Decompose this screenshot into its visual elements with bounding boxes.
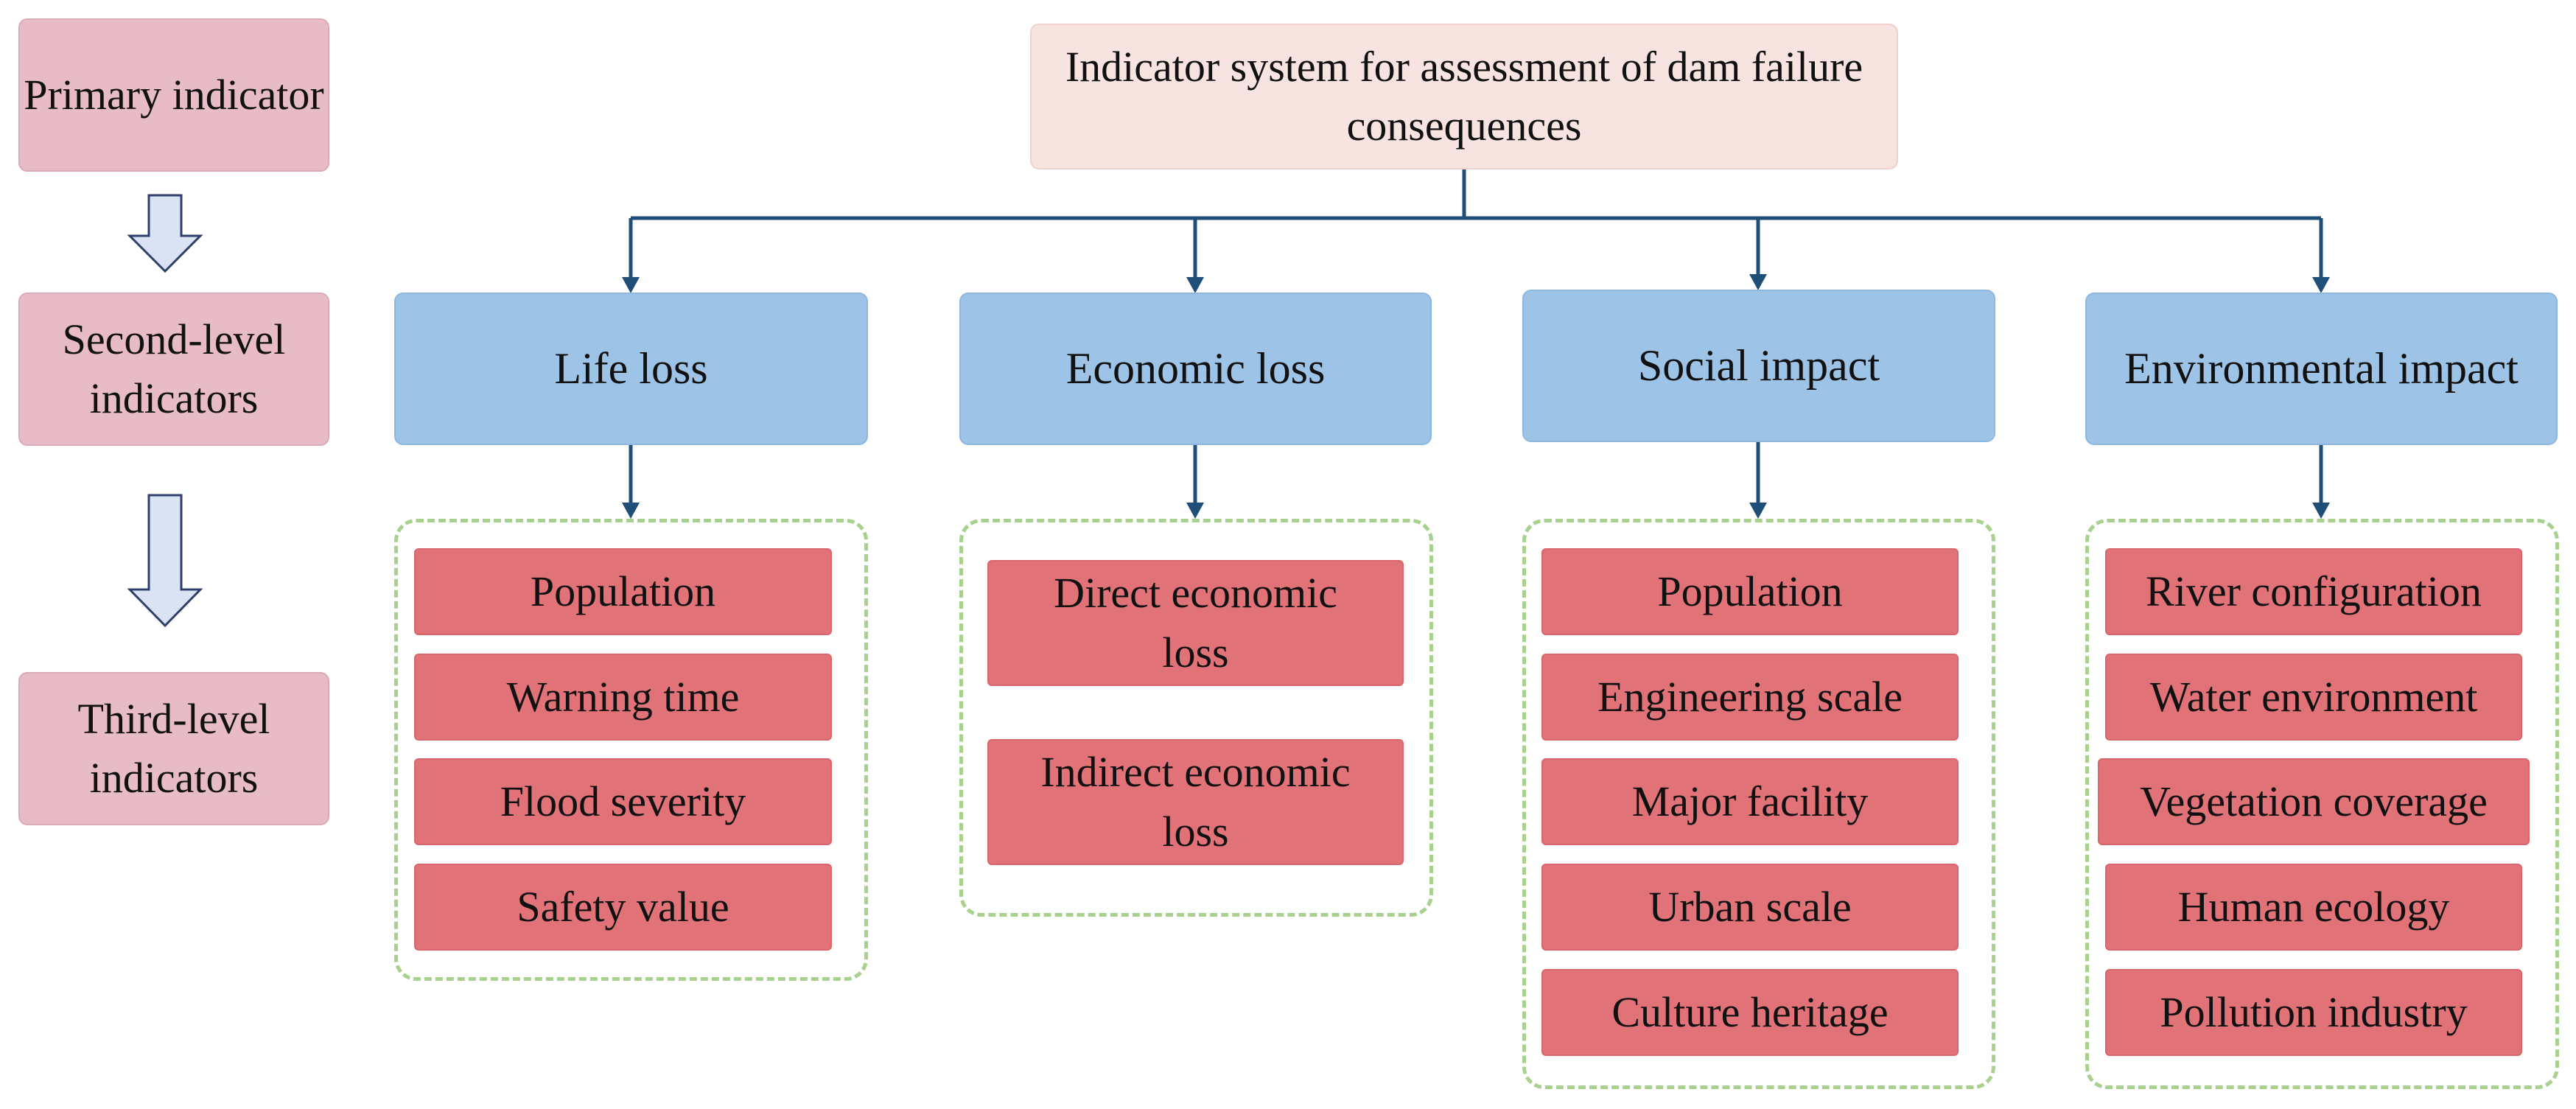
item-label: Direct economic loss <box>1054 569 1337 676</box>
item-major-facility: Major facility <box>1541 758 1959 845</box>
item-label: Population <box>530 567 716 615</box>
item-river-configuration: River configuration <box>2105 548 2522 635</box>
item-label: Water environment <box>2149 672 2478 721</box>
root-to-category-arrows <box>622 218 2330 293</box>
item-label: Vegetation coverage <box>2140 777 2488 825</box>
item-label: Flood severity <box>500 777 746 825</box>
category-social-impact: Social impact <box>1522 290 1995 442</box>
item-label: Pollution industry <box>2160 987 2468 1036</box>
category-environmental-impact: Environmental impact <box>2085 293 2558 445</box>
item-label: Population <box>1657 567 1843 615</box>
item-human-ecology: Human ecology <box>2105 864 2522 951</box>
legend-arrow-2-icon <box>127 494 203 628</box>
item-label: River configuration <box>2146 567 2482 615</box>
group-life-loss-items <box>394 519 868 981</box>
item-label: Human ecology <box>2177 882 2450 931</box>
item-urban-scale: Urban scale <box>1541 864 1959 951</box>
item-label: Urban scale <box>1648 882 1852 931</box>
item-social-population: Population <box>1541 548 1959 635</box>
group-environmental-impact-items <box>2085 519 2559 1089</box>
item-label: Engineering scale <box>1597 672 1903 721</box>
legend-third-level-indicators: Third-level indicators <box>18 672 329 825</box>
item-vegetation-coverage: Vegetation coverage <box>2098 758 2530 845</box>
item-life-loss-safety-value: Safety value <box>414 864 832 951</box>
legend-second-label: Second-level indicators <box>62 315 286 422</box>
legend-second-level-indicators: Second-level indicators <box>18 293 329 446</box>
item-label: Culture heritage <box>1611 987 1889 1036</box>
category-environmental-impact-label: Environmental impact <box>2124 344 2519 393</box>
item-life-loss-warning-time: Warning time <box>414 654 832 741</box>
legend-third-label: Third-level indicators <box>77 694 270 802</box>
category-life-loss: Life loss <box>394 293 868 445</box>
item-direct-economic-loss: Direct economic loss <box>987 560 1404 686</box>
item-water-environment: Water environment <box>2105 654 2522 741</box>
item-label: Warning time <box>506 672 740 721</box>
group-economic-loss-items <box>959 519 1433 917</box>
category-life-loss-label: Life loss <box>554 344 708 393</box>
item-culture-heritage: Culture heritage <box>1541 969 1959 1056</box>
legend-primary-label: Primary indicator <box>24 70 324 119</box>
item-life-loss-population: Population <box>414 548 832 635</box>
category-economic-loss: Economic loss <box>959 293 1432 445</box>
item-engineering-scale: Engineering scale <box>1541 654 1959 741</box>
category-economic-loss-label: Economic loss <box>1065 344 1326 393</box>
item-label: Indirect economic loss <box>1040 748 1351 856</box>
item-indirect-economic-loss: Indirect economic loss <box>987 739 1404 865</box>
category-to-group-arrows <box>622 442 2330 519</box>
legend-arrow-1-icon <box>127 194 203 273</box>
item-label: Safety value <box>517 882 729 931</box>
legend-primary-indicator: Primary indicator <box>18 18 329 172</box>
item-pollution-industry: Pollution industry <box>2105 969 2522 1056</box>
root-indicator-label: Indicator system for assessment of dam f… <box>1065 42 1863 150</box>
group-social-impact-items <box>1522 519 1995 1089</box>
category-social-impact-label: Social impact <box>1637 341 1880 391</box>
item-label: Major facility <box>1631 777 1869 825</box>
item-life-loss-flood-severity: Flood severity <box>414 758 832 845</box>
root-indicator-box: Indicator system for assessment of dam f… <box>1030 24 1898 169</box>
